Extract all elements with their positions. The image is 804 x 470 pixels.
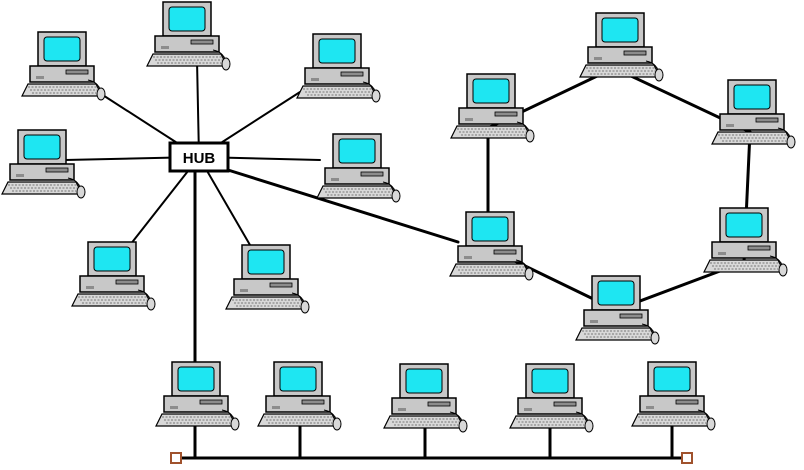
screen (405, 368, 443, 394)
power-light (646, 406, 654, 409)
mouse-icon (650, 331, 660, 345)
desktop-computer-icon (449, 211, 534, 281)
power-light (311, 78, 319, 81)
screen (23, 134, 61, 160)
power-light (398, 408, 406, 411)
power-light (331, 178, 339, 181)
desktop-computer-icon (316, 133, 401, 203)
desktop-computer-icon (71, 241, 156, 311)
drive-slot (45, 167, 69, 173)
power-light (524, 408, 532, 411)
desktop-computer-icon (257, 361, 342, 431)
mouse-icon (391, 189, 401, 203)
drive-slot (65, 69, 89, 75)
screen (472, 78, 510, 104)
mouse-icon (96, 87, 106, 101)
desktop-computer-icon (155, 361, 240, 431)
bus-terminator-icon (681, 452, 693, 464)
desktop-computer-icon (383, 363, 468, 433)
screen (601, 17, 639, 43)
desktop-computer-icon (450, 73, 535, 143)
power-light (240, 289, 248, 292)
drive-slot (427, 401, 451, 407)
desktop-computer-icon (575, 275, 660, 345)
mouse-icon (706, 417, 716, 431)
drive-slot (755, 117, 779, 123)
hub-box (168, 141, 230, 173)
power-light (170, 406, 178, 409)
power-light (590, 320, 598, 323)
mouse-icon (524, 267, 534, 281)
drive-slot (269, 282, 293, 288)
screen (168, 6, 206, 32)
bus-terminator-icon (170, 452, 182, 464)
hub: HUB (168, 141, 230, 173)
drive-slot (747, 245, 771, 251)
mouse-icon (146, 297, 156, 311)
star-link (196, 59, 200, 158)
power-light (464, 256, 472, 259)
mouse-icon (221, 57, 231, 71)
power-light (16, 174, 24, 177)
desktop-computer-icon (631, 361, 716, 431)
power-light (86, 286, 94, 289)
drive-slot (115, 279, 139, 285)
screen (338, 138, 376, 164)
mouse-icon (786, 135, 796, 149)
screen (318, 38, 356, 64)
power-light (161, 46, 169, 49)
mouse-icon (778, 263, 788, 277)
mouse-icon (584, 419, 594, 433)
mouse-icon (654, 68, 664, 82)
power-light (272, 406, 280, 409)
screen (279, 366, 317, 392)
screen (43, 36, 81, 62)
desktop-computer-icon (703, 207, 788, 277)
screen (177, 366, 215, 392)
screen (247, 249, 285, 275)
screen (531, 368, 569, 394)
hub-label: HUB (183, 150, 216, 167)
hub-ring-link (226, 168, 460, 244)
computers (1, 1, 796, 433)
desktop-computer-icon (225, 244, 310, 314)
mouse-icon (230, 417, 240, 431)
drive-slot (494, 111, 518, 117)
mouse-icon (458, 419, 468, 433)
mouse-icon (332, 417, 342, 431)
drive-slot (619, 313, 643, 319)
mouse-icon (525, 129, 535, 143)
power-light (594, 57, 602, 60)
mouse-icon (371, 89, 381, 103)
drive-slot (190, 39, 214, 45)
desktop-computer-icon (579, 12, 664, 82)
drive-slot (340, 71, 364, 77)
desktop-computer-icon (296, 33, 381, 103)
power-light (726, 124, 734, 127)
drive-slot (301, 399, 325, 405)
desktop-computer-icon (21, 31, 106, 101)
desktop-computer-icon (711, 79, 796, 149)
power-light (36, 76, 44, 79)
drive-slot (623, 50, 647, 56)
power-light (718, 252, 726, 255)
drive-slot (360, 171, 384, 177)
desktop-computer-icon (1, 129, 86, 199)
screen (733, 84, 771, 110)
mouse-icon (76, 185, 86, 199)
drive-slot (553, 401, 577, 407)
screen (653, 366, 691, 392)
drive-slot (493, 249, 517, 255)
drive-slot (199, 399, 223, 405)
desktop-computer-icon (146, 1, 231, 71)
screen (725, 212, 763, 238)
screen (471, 216, 509, 242)
desktop-computer-icon (509, 363, 594, 433)
drive-slot (675, 399, 699, 405)
screen (93, 246, 131, 272)
mouse-icon (300, 300, 310, 314)
screen (597, 280, 635, 306)
power-light (465, 118, 473, 121)
